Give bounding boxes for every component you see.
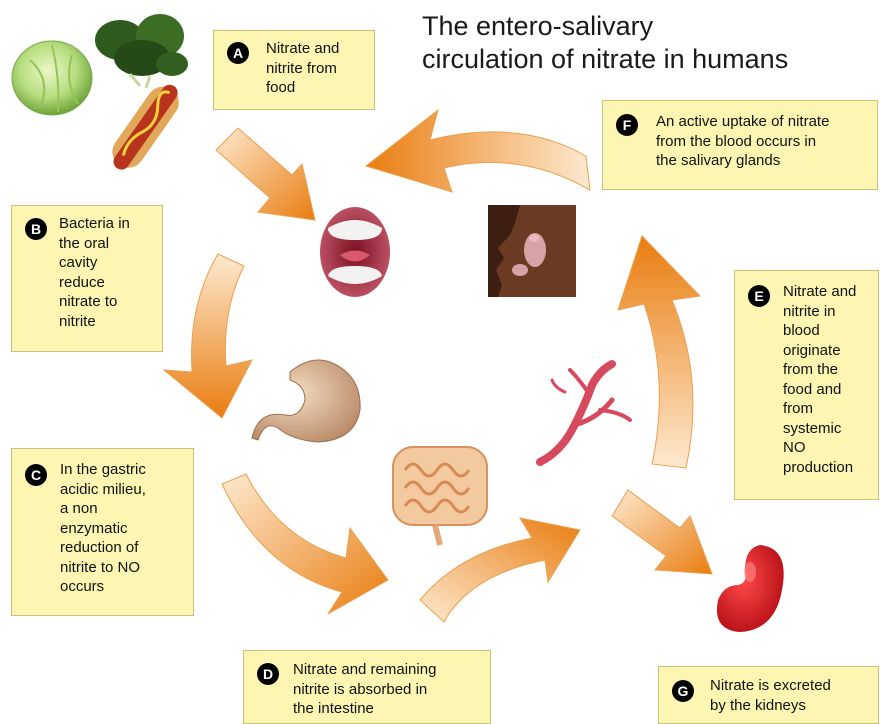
step-box-d: D Nitrate and remaining nitrite is absor… <box>243 650 491 724</box>
step-text-g: Nitrate is excreted by the kidneys <box>710 676 831 715</box>
step-box-f: F An active uptake of nitrate from the b… <box>602 100 878 190</box>
arrow-blood-to-kidneys <box>612 490 712 574</box>
cabbage-icon <box>12 41 92 115</box>
stomach-icon <box>252 360 360 442</box>
step-box-e: E Nitrate and nitrite in blood originate… <box>734 270 879 500</box>
step-text-f: An active uptake of nitrate from the blo… <box>656 112 829 171</box>
step-badge-a: A <box>227 42 249 64</box>
step-badge-g: G <box>672 680 694 702</box>
step-text-b: Bacteria in the oral cavity reduce nitra… <box>59 214 130 331</box>
step-text-a: Nitrate and nitrite from food <box>266 39 339 98</box>
arrow-glands-to-mouth <box>366 110 590 192</box>
arrow-blood-to-glands <box>618 236 700 468</box>
intestine-icon <box>393 447 487 545</box>
arrow-intestine-to-blood <box>420 518 580 622</box>
blood-vessel-icon <box>540 364 630 462</box>
step-box-g: G Nitrate is excreted by the kidneys <box>658 666 879 724</box>
arrow-food-to-mouth <box>216 128 315 220</box>
salivary-glands-icon <box>488 205 576 297</box>
spinach-icon <box>95 14 188 88</box>
mouth-icon <box>320 207 390 297</box>
step-badge-b: B <box>25 218 47 240</box>
step-badge-e: E <box>748 285 770 307</box>
step-text-e: Nitrate and nitrite in blood originate f… <box>783 282 856 477</box>
step-box-b: B Bacteria in the oral cavity reduce nit… <box>11 205 163 352</box>
arrow-stomach-to-intestine <box>222 474 388 614</box>
arrow-mouth-to-stomach <box>164 254 252 418</box>
hotdog-icon <box>104 77 188 177</box>
step-text-c: In the gastric acidic milieu, a non enzy… <box>60 460 146 597</box>
kidney-icon <box>717 545 784 632</box>
step-text-d: Nitrate and remaining nitrite is absorbe… <box>293 660 436 719</box>
step-badge-d: D <box>257 663 279 685</box>
step-badge-f: F <box>616 114 638 136</box>
step-badge-c: C <box>25 464 47 486</box>
step-box-c: C In the gastric acidic milieu, a non en… <box>11 448 194 616</box>
step-box-a: A Nitrate and nitrite from food <box>213 30 375 110</box>
